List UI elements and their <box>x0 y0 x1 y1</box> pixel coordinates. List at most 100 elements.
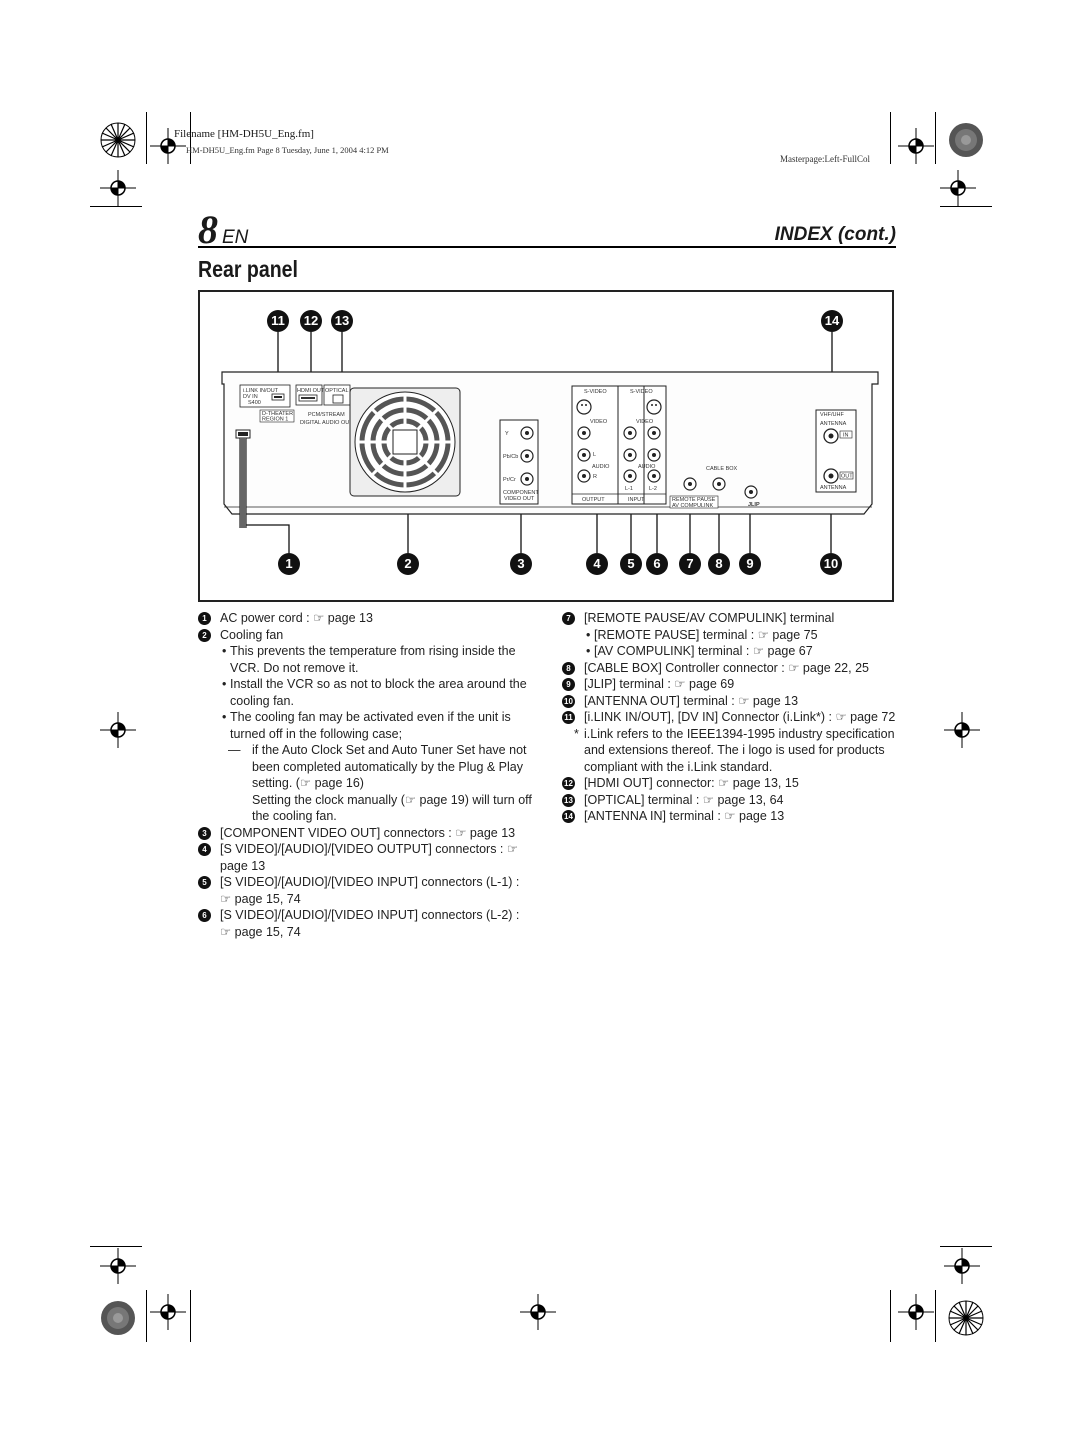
registration-mark-icon <box>100 712 136 748</box>
legend-dash-item: —if the Auto Clock Set and Auto Tuner Se… <box>198 742 534 792</box>
pb-label: Pb/Cb <box>503 454 518 460</box>
registration-mark-icon <box>944 1248 980 1284</box>
legend-footnote: * i.Link refers to the IEEE1394-1995 indu… <box>562 726 898 776</box>
l2-label: L-2 <box>649 486 657 492</box>
legend-item-9: 9 [JLIP] terminal : ☞ page 69 <box>562 676 898 693</box>
legend-number-badge: 9 <box>562 678 575 691</box>
masterpage-label: Masterpage:Left-FullCol <box>780 154 870 164</box>
legend-item-13: 13[OPTICAL] terminal : ☞ page 13, 64 <box>562 792 898 809</box>
audio-in-label: AUDIO <box>638 464 656 470</box>
legend-number-badge: 14 <box>562 810 575 823</box>
legend-item-6: 6[S VIDEO]/[AUDIO]/[VIDEO INPUT] connect… <box>198 907 534 940</box>
legend-text: [COMPONENT VIDEO OUT] connectors : ☞ pag… <box>220 825 516 840</box>
registration-mark-icon <box>150 1294 186 1330</box>
l-label: L <box>593 452 596 458</box>
video-out-jack-label: VIDEO <box>590 419 608 425</box>
callout-11: 11 <box>267 310 289 332</box>
svideo-out-label: S-VIDEO <box>584 389 607 395</box>
component-label: COMPONENT <box>503 490 539 496</box>
legend-item-3: 3[COMPONENT VIDEO OUT] connectors : ☞ pa… <box>198 825 534 842</box>
legend-item-4: 4[S VIDEO]/[AUDIO]/[VIDEO OUTPUT] connec… <box>198 841 534 874</box>
legend-bullet: The cooling fan may be activated even if… <box>198 709 534 742</box>
svideo-in-label: S-VIDEO <box>630 389 653 395</box>
legend-left: 1AC power cord : ☞ page 132 Cooling fanTh… <box>198 610 534 940</box>
legend-item-11: 11[i.LINK IN/OUT], [DV IN] Connector (i.… <box>562 709 898 726</box>
legend-right: 7 [REMOTE PAUSE/AV COMPULINK] terminal [RE… <box>562 610 898 825</box>
header-rule <box>198 246 896 248</box>
av-compulink-label: AV COMPULINK <box>672 503 713 509</box>
filename-label: Filename [HM-DH5U_Eng.fm] <box>174 128 314 140</box>
legend-bullet: Install the VCR so as not to block the a… <box>198 676 534 709</box>
vhf-uhf-label: VHF/UHF <box>820 412 844 418</box>
legend-text: [REMOTE PAUSE/AV COMPULINK] terminal <box>584 611 835 625</box>
legend-text: [S VIDEO]/[AUDIO]/[VIDEO OUTPUT] connect… <box>220 842 519 873</box>
vcr-rear-panel-drawing: i.LINK IN/OUT DV IN S400 HDMI OUT OPTICA… <box>221 332 879 553</box>
legend-number-badge: 7 <box>562 612 575 625</box>
legend-text: [REMOTE PAUSE] terminal : ☞ page 75 <box>594 627 818 642</box>
r-label: R <box>593 474 597 480</box>
legend-number-badge: 5 <box>198 876 211 889</box>
legend-text: [HDMI OUT] connector: ☞ page 13, 15 <box>584 776 799 790</box>
legend-text: This prevents the temperature from risin… <box>230 644 516 675</box>
hdmi-label: HDMI OUT <box>297 388 325 394</box>
audio-out-label: AUDIO <box>592 464 610 470</box>
callout-1: 1 <box>278 553 300 575</box>
registration-mark-icon <box>940 170 976 206</box>
legend-text: [ANTENNA OUT] terminal : ☞ page 13 <box>584 693 799 708</box>
legend-number-badge: 8 <box>562 661 575 675</box>
callout-6: 6 <box>646 553 668 575</box>
legend-number-badge: 2 <box>198 628 211 642</box>
legend-text: Install the VCR so as not to block the a… <box>230 677 527 708</box>
asterisk-icon: * <box>574 726 579 741</box>
registration-mark-icon <box>520 1294 556 1330</box>
legend-text: [S VIDEO]/[AUDIO]/[VIDEO INPUT] connecto… <box>220 875 520 906</box>
legend-bullet: This prevents the temperature from risin… <box>198 643 534 676</box>
legend-text: Setting the clock manually (☞ page 19) w… <box>252 792 532 824</box>
s400-label: S400 <box>248 400 261 406</box>
section-title: Rear panel <box>198 256 298 282</box>
rear-panel-figure: 11 12 13 14 1 2 3 4 5 6 7 8 9 10 <box>198 290 894 602</box>
file-info-label: HM-DH5U_Eng.fm Page 8 Tuesday, June 1, 2… <box>186 145 389 155</box>
legend-text: Cooling fan <box>220 627 284 642</box>
callout-10: 10 <box>820 553 842 575</box>
antenna-in-label: ANTENNA <box>820 421 847 427</box>
antenna-out-label: ANTENNA <box>820 485 847 491</box>
color-bar-icon <box>949 123 983 157</box>
legend-text: i.Link refers to the IEEE1394-1995 indus… <box>584 726 895 774</box>
legend-text: The cooling fan may be activated even if… <box>230 710 511 741</box>
video-out-label: VIDEO OUT <box>504 496 535 502</box>
ilink-label: i.LINK IN/OUT <box>243 388 279 394</box>
legend-number-badge: 10 <box>562 694 575 708</box>
legend-text: if the Auto Clock Set and Auto Tuner Set… <box>252 743 527 790</box>
pcm-label: PCM/STREAM <box>308 412 345 418</box>
color-rosette-icon <box>100 122 136 158</box>
legend-item-12: 12 [HDMI OUT] connector: ☞ page 13, 15 <box>562 775 898 792</box>
legend-item-10: 10 [ANTENNA OUT] terminal : ☞ page 13 <box>562 693 898 710</box>
callout-3: 3 <box>510 553 532 575</box>
color-bar-icon <box>101 1301 135 1335</box>
language-code: EN <box>222 227 249 248</box>
legend-item-14: 14[ANTENNA IN] terminal : ☞ page 13 <box>562 808 898 825</box>
registration-mark-icon <box>898 128 934 164</box>
legend-continuation: Setting the clock manually (☞ page 19) w… <box>198 792 534 825</box>
region-label: REGION 1 <box>262 417 288 423</box>
legend-bullet: [AV COMPULINK] terminal : ☞ page 67 <box>562 643 898 660</box>
callout-7: 7 <box>679 553 701 575</box>
legend-item-5: 5 [S VIDEO]/[AUDIO]/[VIDEO INPUT] connect… <box>198 874 534 907</box>
legend-number-badge: 12 <box>562 777 575 790</box>
callout-4: 4 <box>586 553 608 575</box>
l1-label: L-1 <box>625 486 633 492</box>
jlip-label: JLIP <box>748 502 760 508</box>
legend-bullet: [REMOTE PAUSE] terminal : ☞ page 75 <box>562 627 898 644</box>
video-in-jack-label: VIDEO <box>636 419 654 425</box>
dvin-label: DV IN <box>243 394 258 400</box>
legend-item-8: 8[CABLE BOX] Controller connector : ☞ pa… <box>562 660 898 677</box>
cable-box-label: CABLE BOX <box>706 466 738 472</box>
y-label: Y <box>505 431 509 437</box>
legend-text: [JLIP] terminal : ☞ page 69 <box>584 677 735 691</box>
legend-text: [AV COMPULINK] terminal : ☞ page 67 <box>594 644 813 658</box>
legend-number-badge: 1 <box>198 612 211 625</box>
legend-number-badge: 6 <box>198 909 211 922</box>
